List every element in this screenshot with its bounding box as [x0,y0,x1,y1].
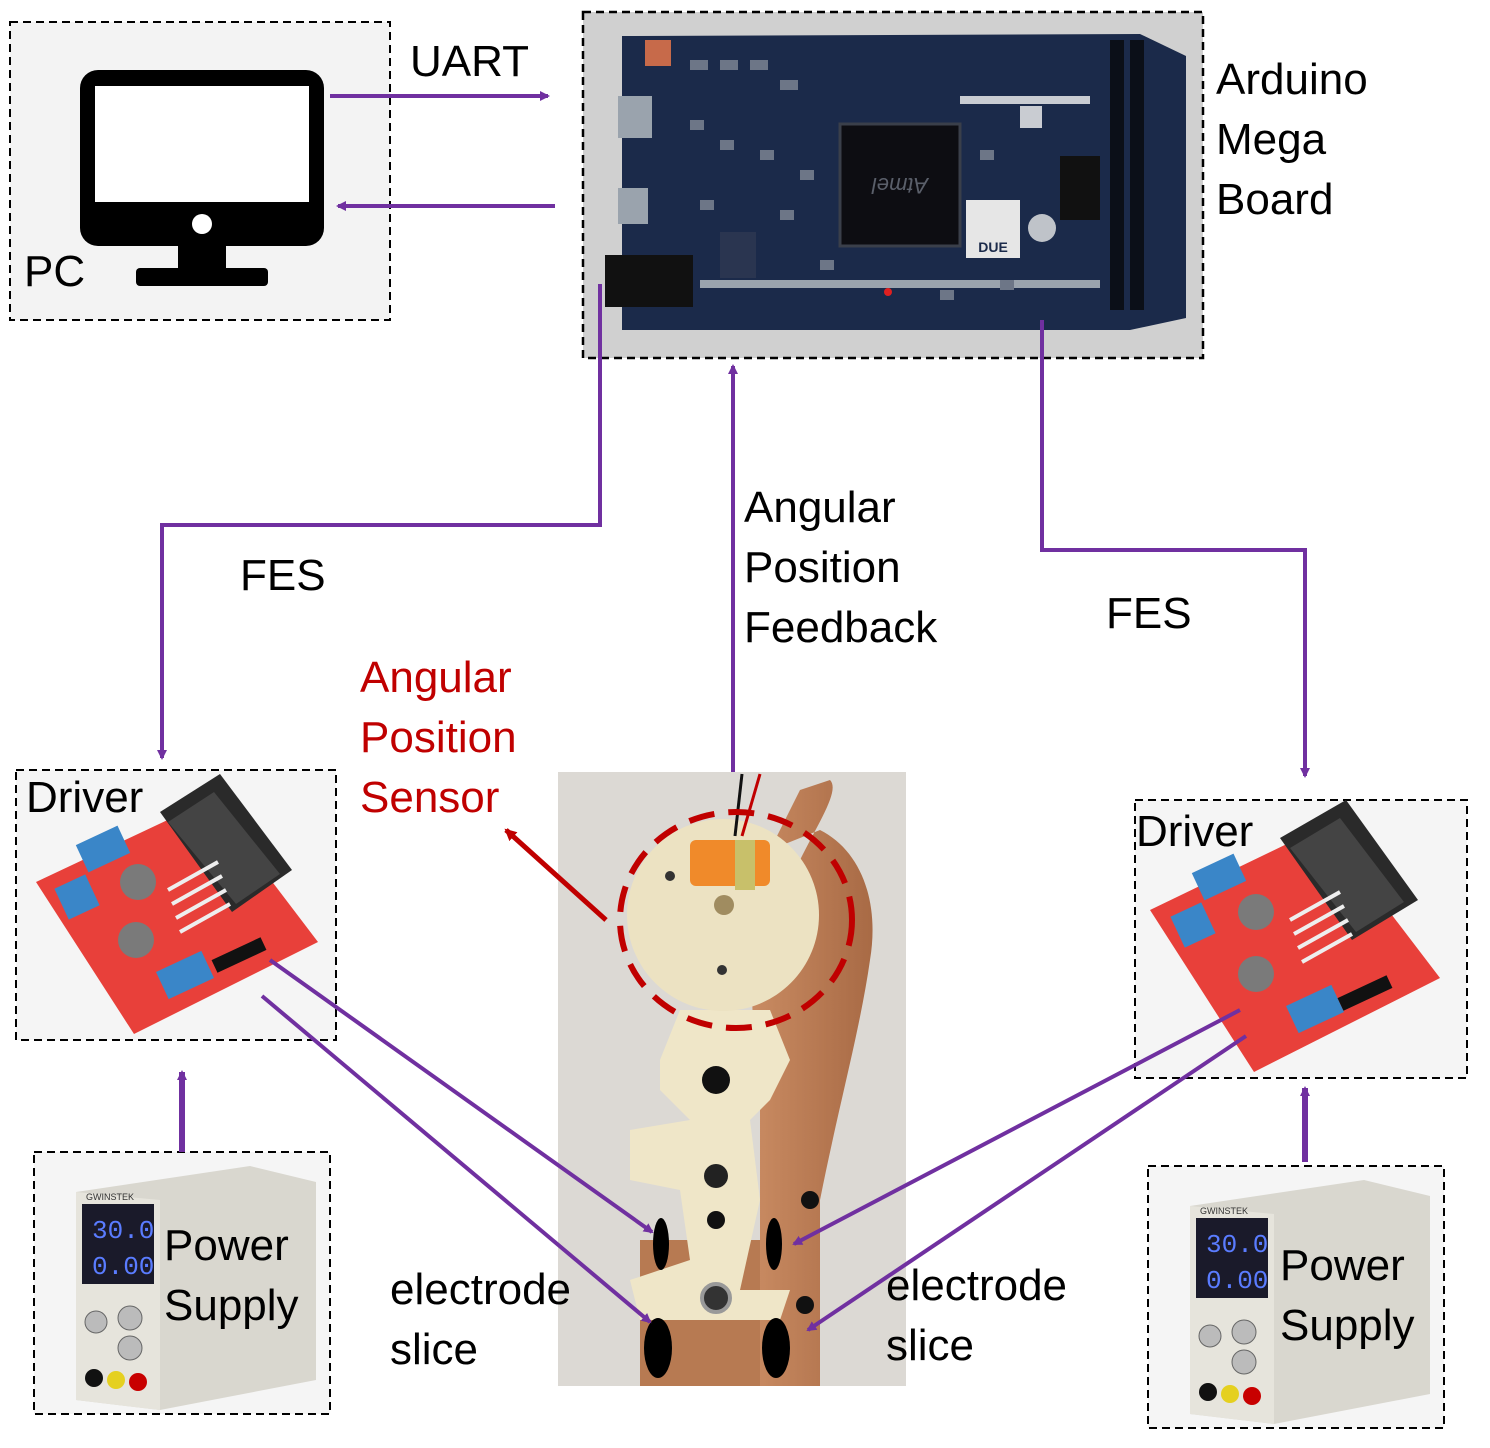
driver-left-board-image [36,774,318,1034]
feedback-label-line1: Angular [744,483,896,532]
board-label-line3: Board [1216,175,1333,224]
uart-label: UART [410,37,529,86]
power-right-amp: 0.00 [1206,1266,1268,1296]
sensor-label-line3: Sensor [360,773,499,822]
power-right-device-image: GWINSTEK 30.0 0.00 [1190,1180,1430,1424]
fes-left-arrow [157,284,602,760]
pc-box: PC [9,21,391,321]
uart-link: UART [330,37,555,211]
electrode-pad [766,1218,782,1270]
power-left-box: GWINSTEK 30.0 0.00 Power Supply [33,1151,331,1415]
electrode-left-arrow-upper [268,958,654,1234]
electrode-left-label-line1: electrode [390,1265,571,1314]
sensor-label-line1: Angular [360,653,512,702]
monitor-icon [80,70,324,286]
sensor-highlight-circle [617,809,855,1031]
driver-right-box: Driver [1134,799,1468,1079]
electrode-pad [644,1318,672,1378]
electrode-left-arrow-lower [260,994,652,1324]
electrode-pad [762,1318,790,1378]
driver-right-board-image [1150,800,1440,1072]
electrode-right-label-line2: slice [886,1321,974,1370]
fes-right-arrow [1040,320,1310,778]
power-left-device-image: GWINSTEK 30.0 0.00 [76,1166,316,1410]
power-right-box: GWINSTEK 30.0 0.00 Power Supply [1147,1165,1445,1429]
fes-left-label: FES [240,551,326,600]
board-logo-text: DUE [978,239,1008,255]
arduino-board-image: Atmel DUE [605,34,1186,330]
driver-left-box: Driver [15,769,337,1041]
hand-device-photo [558,772,906,1386]
board-label-line2: Mega [1216,115,1327,164]
power-right-label-line1: Power [1280,1241,1405,1290]
feedback-label-line3: Feedback [744,603,938,652]
power-left-label-line2: Supply [164,1281,299,1330]
arduino-board-box: Atmel DUE Arduino Mega Board [581,10,1368,360]
sensor-chip [690,840,770,886]
power-left-amp: 0.00 [92,1252,154,1282]
driver-left-label: Driver [26,773,143,822]
pc-label: PC [24,247,85,296]
power-right-volt: 30.0 [1206,1230,1268,1260]
electrode-left-label-line2: slice [390,1325,478,1374]
electrode-right-arrow-lower [806,1034,1248,1332]
board-label-line1: Arduino [1216,55,1368,104]
power-right-label-line2: Supply [1280,1301,1415,1350]
driver-right-label: Driver [1136,807,1253,856]
power-left-brand: GWINSTEK [86,1192,134,1202]
sensor-label-line2: Position [360,713,517,762]
power-left-label-line1: Power [164,1221,289,1270]
feedback-label-line2: Position [744,543,901,592]
fes-right-label: FES [1106,589,1192,638]
electrode-right-label-line1: electrode [886,1261,1067,1310]
power-right-brand: GWINSTEK [1200,1206,1248,1216]
sensor-pointer-arrow [504,828,608,922]
chip-marking: Atmel [871,173,930,198]
electrode-pad [653,1218,669,1270]
electrode-right-arrow-upper [792,1008,1241,1246]
power-left-volt: 30.0 [92,1216,154,1246]
